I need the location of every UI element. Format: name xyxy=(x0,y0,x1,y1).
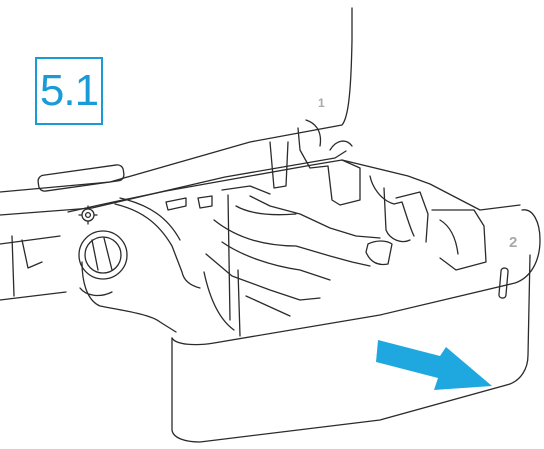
paper-guide-knob xyxy=(78,205,128,297)
tray-interior xyxy=(67,119,521,337)
lower-tray-front xyxy=(81,209,541,443)
step-badge: 5.1 xyxy=(35,57,103,125)
lower-tray-number: 2 xyxy=(509,234,518,251)
arrow-right-down-icon xyxy=(376,340,492,390)
upper-tray-handle xyxy=(37,164,125,192)
upper-tray-number: 1 xyxy=(318,96,325,110)
step-label: 5.1 xyxy=(39,66,99,115)
lower-tray-handle-slot xyxy=(498,267,509,299)
upper-tray xyxy=(0,7,353,301)
gear-icon xyxy=(78,205,98,225)
